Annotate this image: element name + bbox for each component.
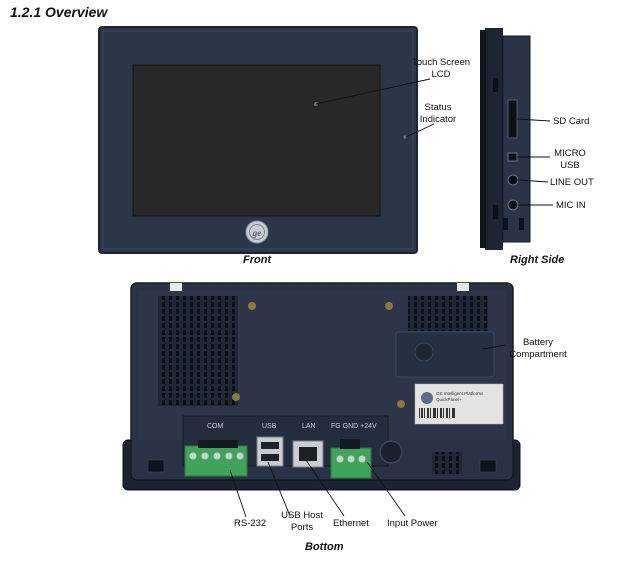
callout-status-line1: Status xyxy=(424,102,452,113)
callout-touch-screen-lcd: Touch Screen LCD xyxy=(412,57,470,81)
callout-micro-usb-line2: USB xyxy=(560,160,580,171)
input-power-terminal xyxy=(330,447,372,479)
bottom-view: GE Intelligent Platforms QuickPanel+ COM… xyxy=(122,282,521,491)
line-out-jack xyxy=(507,174,519,186)
callout-touch-screen-line2: LCD xyxy=(431,69,451,80)
callout-rs232: RS-232 xyxy=(234,518,267,529)
silk-power: FG GND +24V xyxy=(331,423,377,430)
front-view: ge xyxy=(98,26,418,254)
silk-lan: LAN xyxy=(302,423,316,430)
usb-host-ports xyxy=(256,436,284,467)
callout-micro-usb-line1: MICRO xyxy=(554,148,586,159)
product-label xyxy=(414,383,504,425)
leader-lines xyxy=(229,78,553,518)
callout-input-power: Input Power xyxy=(387,518,438,529)
caption-right-side: Right Side xyxy=(510,254,565,266)
callout-status-line2: Indicator xyxy=(419,114,457,125)
caption-front: Front xyxy=(243,254,272,266)
silk-usb: USB xyxy=(262,423,277,430)
status-indicator-led xyxy=(403,135,407,139)
ge-logo-icon: ge xyxy=(245,220,269,244)
section-heading: 1.2.1 Overview xyxy=(10,4,108,20)
callout-usb-host-line2: Ports xyxy=(290,522,314,533)
callout-usb-host-ports: USB Host Ports xyxy=(279,510,325,534)
label-brand: GE Intelligent Platforms xyxy=(436,391,484,396)
sd-card-slot xyxy=(507,99,518,139)
label-model: QuickPanel+ xyxy=(436,397,462,402)
callout-micro-usb: MICRO USB xyxy=(550,148,590,172)
touch-screen-lcd xyxy=(132,64,381,217)
micro-usb-port xyxy=(507,152,518,162)
callout-status-indicator: Status Indicator xyxy=(415,102,461,126)
callout-mic-in: MIC IN xyxy=(556,200,586,211)
callout-battery-line2: Compartment xyxy=(509,349,567,360)
vent-grille-left xyxy=(158,296,238,406)
callout-usb-host-line1: USB Host xyxy=(281,510,323,521)
callout-sd-card: SD Card xyxy=(553,116,590,127)
silk-com: COM xyxy=(207,423,224,430)
callout-line-out: LINE OUT xyxy=(550,177,594,188)
callout-ethernet: Ethernet xyxy=(333,518,369,529)
battery-compartment xyxy=(395,331,495,378)
right-side-view xyxy=(480,28,531,250)
rs232-terminal xyxy=(184,445,248,477)
mic-in-jack xyxy=(507,199,519,211)
vent-grille-right xyxy=(408,296,488,331)
callout-battery-line1: Battery xyxy=(522,337,554,348)
svg-text:ge: ge xyxy=(252,228,262,238)
callout-touch-screen-line1: Touch Screen xyxy=(412,57,471,68)
caption-bottom: Bottom xyxy=(305,541,344,553)
callout-battery-compartment: Battery Compartment xyxy=(505,337,571,361)
